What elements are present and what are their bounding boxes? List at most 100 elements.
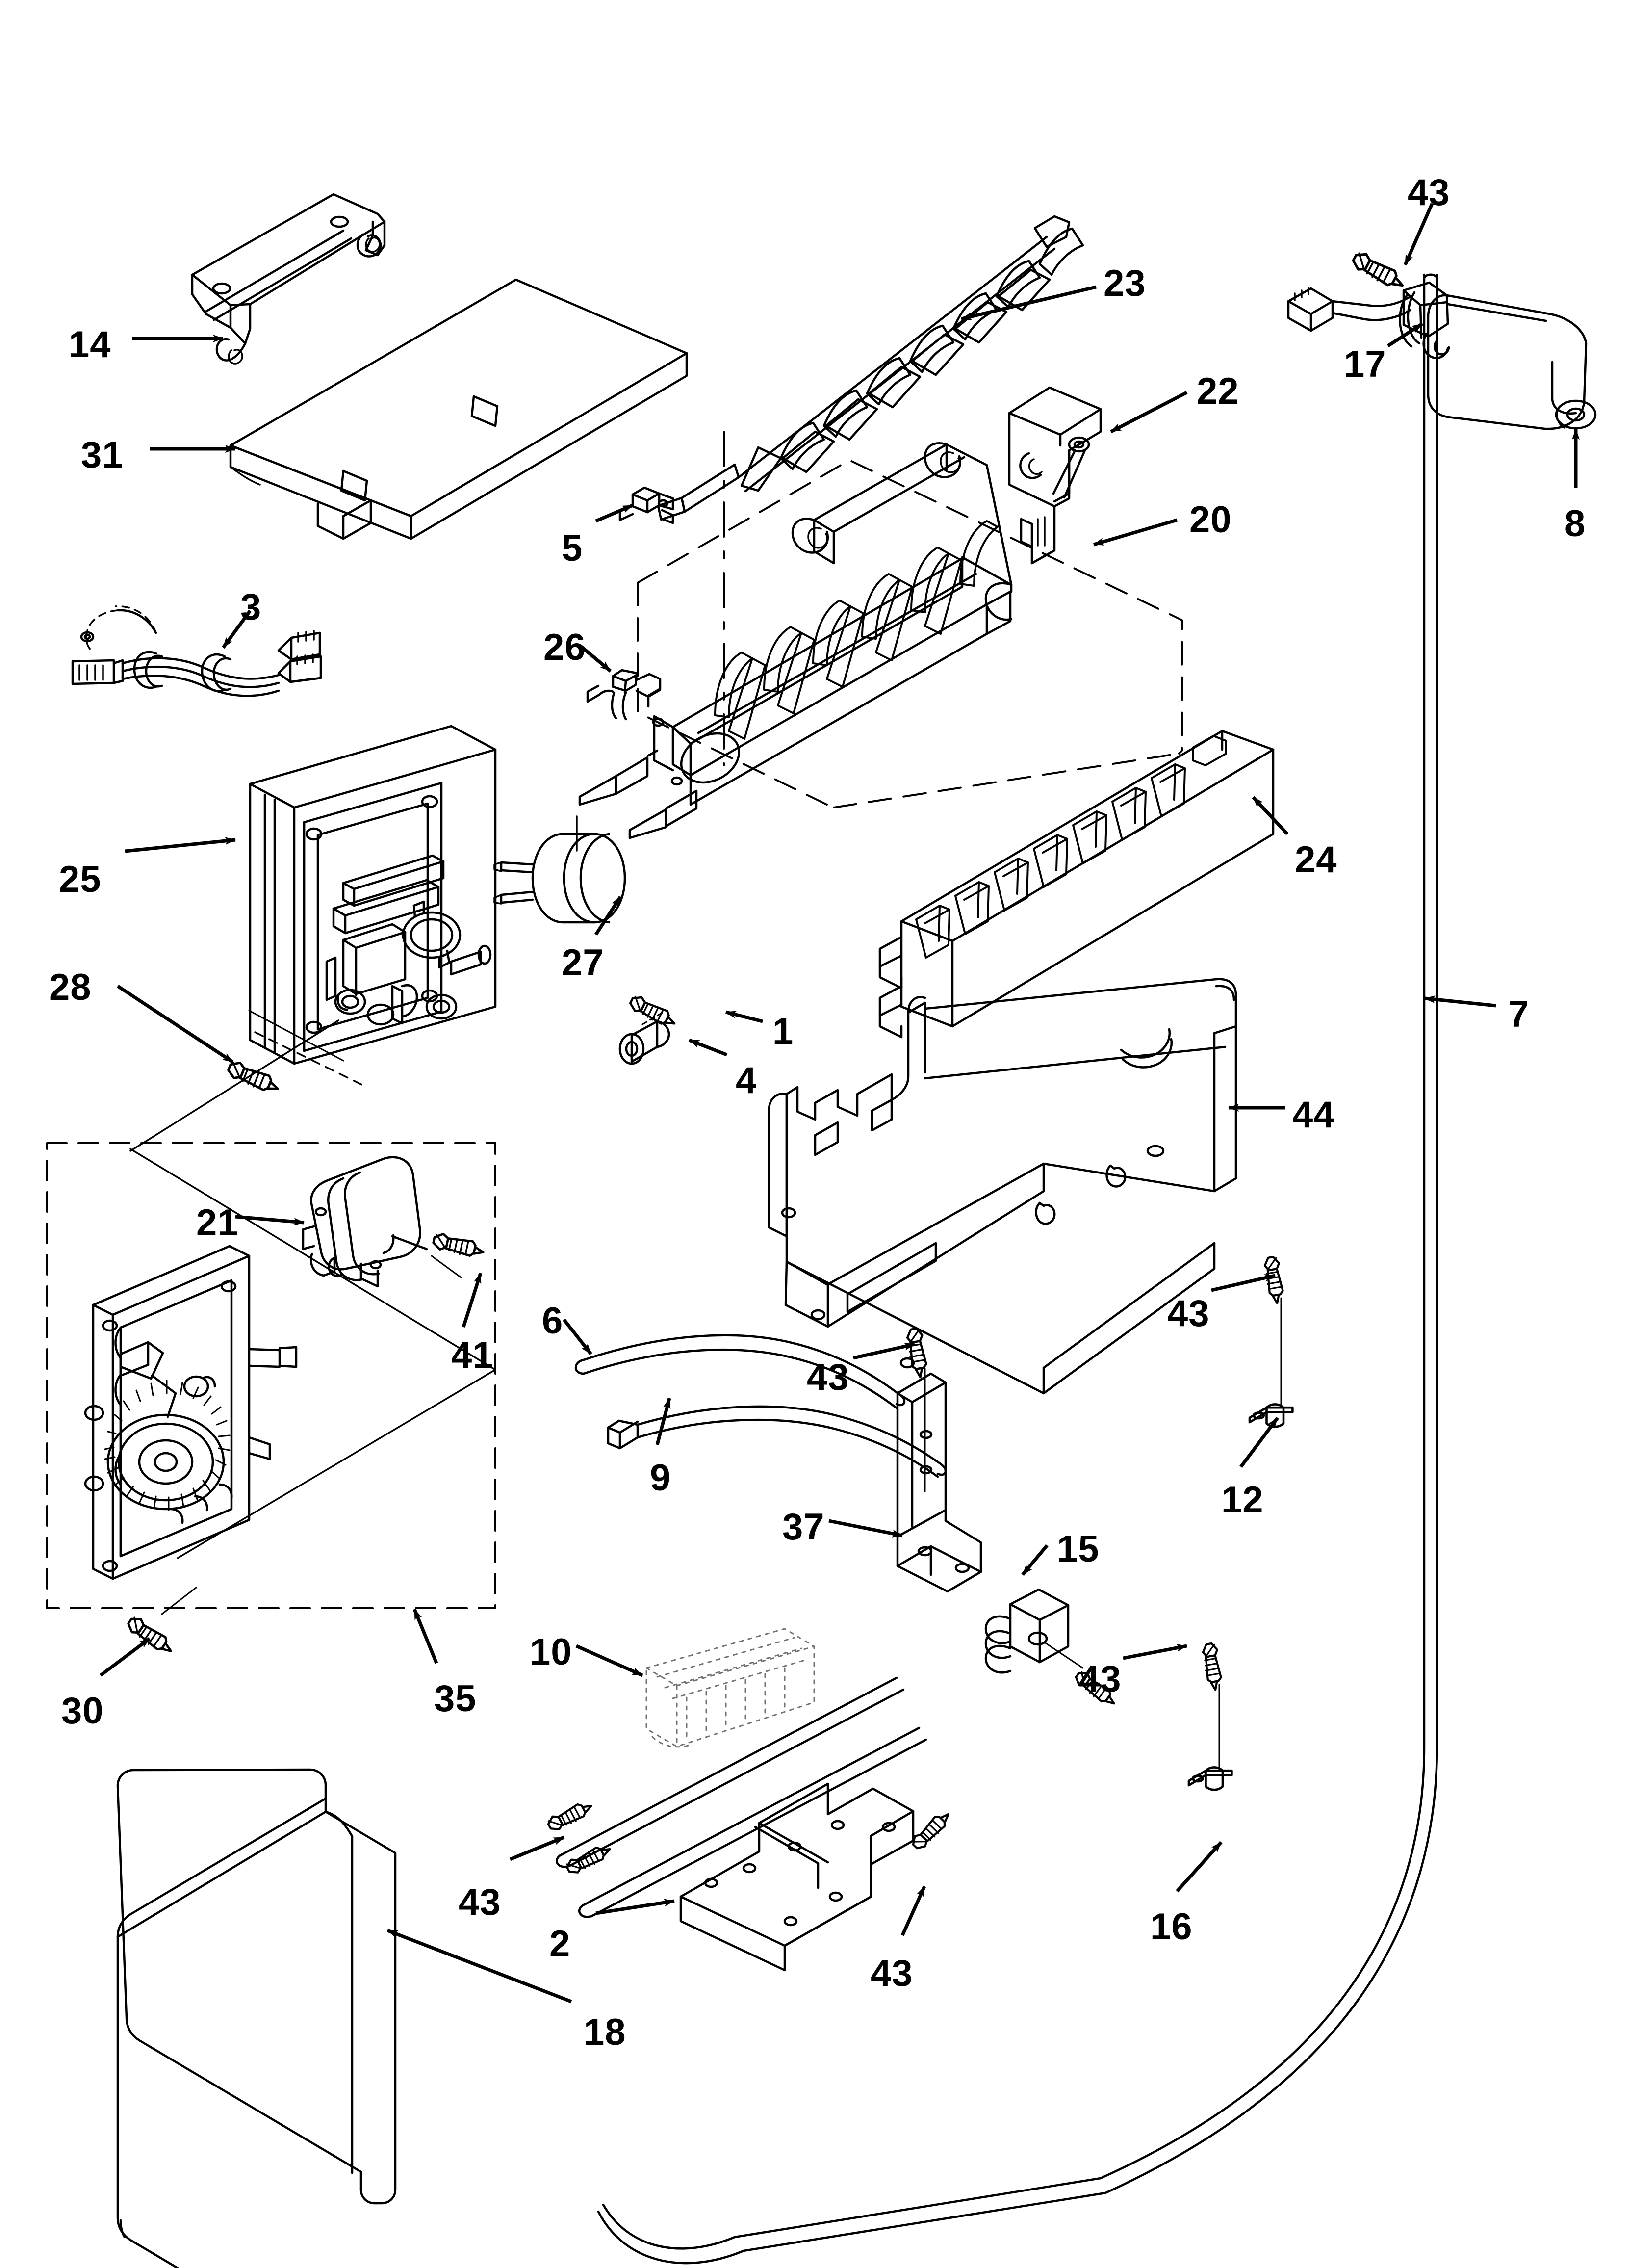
part-16-water-line-clamp	[1189, 1767, 1232, 1790]
part-25-icemaker-module-housing	[249, 725, 497, 1065]
part-31-icemaker-cover	[229, 278, 688, 540]
callout-number-4[interactable]: 4	[736, 1060, 757, 1101]
leader-arrow-20	[1093, 518, 1178, 547]
callout-number-43[interactable]: 43	[871, 1953, 913, 1994]
part-41-screw	[432, 1232, 485, 1259]
part-6-water-fill-tube	[574, 1334, 906, 1409]
part-43-screw-top-right	[1350, 250, 1407, 292]
part-18-ice-storage-bin	[116, 1768, 397, 2268]
part-43-screw-clamp12	[1263, 1256, 1285, 1304]
part-27-mold-heater-bearing	[493, 815, 626, 924]
callout-number-20[interactable]: 20	[1189, 499, 1232, 541]
callout-number-30[interactable]: 30	[61, 1690, 104, 1732]
callout-number-9[interactable]: 9	[650, 1457, 671, 1499]
callout-number-25[interactable]: 25	[59, 859, 102, 900]
leader-arrow-6	[563, 1318, 592, 1356]
part-12-water-line-clamp	[1250, 1404, 1292, 1427]
callout-number-1[interactable]: 1	[772, 1011, 794, 1052]
part-4-spacer-bushing	[618, 1020, 670, 1065]
callout-number-14[interactable]: 14	[69, 324, 111, 365]
leader-arrow-27	[594, 896, 622, 936]
leader-arrow-43	[900, 1885, 926, 1936]
callout-number-18[interactable]: 18	[584, 2011, 626, 2053]
callout-number-43[interactable]: 43	[1167, 1293, 1210, 1334]
callout-number-8[interactable]: 8	[1565, 503, 1586, 545]
leader-arrow-43	[853, 1342, 915, 1360]
part-3-wire-harness	[71, 605, 322, 697]
callout-number-22[interactable]: 22	[1197, 370, 1239, 412]
callout-number-5[interactable]: 5	[562, 527, 583, 569]
leader-arrow-15	[1021, 1544, 1049, 1576]
part-43-screws-bracket2	[546, 1798, 594, 1833]
callout-number-43[interactable]: 43	[1079, 1658, 1122, 1700]
callout-number-21[interactable]: 21	[196, 1202, 239, 1244]
leader-arrow-30	[99, 1637, 151, 1677]
leader-arrow-3	[222, 609, 252, 649]
subassembly-35-boundary	[46, 1142, 496, 1609]
leader-arrow-23	[961, 285, 1097, 321]
leader-arrow-10	[575, 1644, 643, 1677]
part-2-ice-bin-support-bracket	[679, 1782, 915, 1972]
part-24-ice-stripper-comb	[878, 730, 1275, 1039]
part-22-water-fill-cup	[1008, 386, 1102, 565]
leader-arrow-22	[1110, 391, 1188, 434]
callout-number-10[interactable]: 10	[530, 1631, 572, 1673]
leader-arrow-24	[1252, 796, 1289, 835]
callout-number-15[interactable]: 15	[1057, 1528, 1100, 1570]
leader-arrow-25	[125, 837, 236, 853]
leader-arrow-37	[828, 1519, 903, 1538]
part-20-ice-mold-tray	[578, 431, 1183, 839]
callout-number-3[interactable]: 3	[240, 586, 262, 628]
part-43-screw-waterline	[910, 1808, 953, 1851]
part-8-grommet-washer	[1555, 399, 1597, 430]
callout-number-2[interactable]: 2	[549, 1923, 571, 1965]
part-15-water-line-retainer-clip	[984, 1588, 1070, 1674]
callout-number-44[interactable]: 44	[1292, 1094, 1335, 1136]
leader-arrow-18	[386, 1929, 572, 2004]
leader-arrow-4	[688, 1038, 728, 1057]
leader-arrow-35	[412, 1608, 438, 1664]
leader-arrow-41	[462, 1272, 483, 1328]
callout-number-16[interactable]: 16	[1150, 1906, 1193, 1948]
leader-arrow-28	[117, 985, 234, 1064]
leader-arrow-16	[1176, 1841, 1223, 1893]
callout-number-43[interactable]: 43	[807, 1356, 849, 1398]
leader-arrow-21	[235, 1215, 305, 1226]
part-7-water-supply-tube	[597, 273, 1438, 2265]
leader-arrow-1	[725, 1010, 763, 1023]
leader-arrow-43	[1211, 1274, 1276, 1292]
leader-arrow-2	[595, 1899, 675, 1915]
callout-number-31[interactable]: 31	[81, 434, 124, 476]
leader-arrow-9	[655, 1398, 671, 1445]
leader-arrow-5	[595, 503, 634, 523]
callout-number-37[interactable]: 37	[782, 1506, 825, 1548]
part-35-gear-plate-assembly	[84, 1245, 298, 1580]
part-21-drive-motor	[302, 1156, 428, 1288]
part-44-icemaker-mounting-bracket	[768, 978, 1237, 1395]
callout-number-28[interactable]: 28	[49, 966, 92, 1008]
part-23-ejector-auger-arm	[657, 215, 1084, 521]
callout-number-23[interactable]: 23	[1103, 262, 1146, 304]
callout-number-17[interactable]: 17	[1344, 343, 1386, 385]
leader-arrow-43	[1123, 1644, 1187, 1660]
part-9-water-fill-tube-with-nut	[607, 1405, 947, 1478]
part-10-ice-bin-shelf-ghost	[645, 1628, 815, 1748]
leader-arrow-7	[1424, 995, 1496, 1008]
callout-number-43[interactable]: 43	[1408, 172, 1450, 213]
callout-number-26[interactable]: 26	[543, 626, 586, 668]
leader-arrow-12	[1239, 1416, 1279, 1468]
part-43-screw-clamp16	[1201, 1642, 1224, 1691]
leader-arrow-43	[1403, 203, 1434, 266]
callout-number-7[interactable]: 7	[1508, 993, 1530, 1035]
part-14-bail-arm-shield	[191, 193, 386, 365]
callout-number-35[interactable]: 35	[434, 1678, 477, 1720]
callout-number-12[interactable]: 12	[1221, 1479, 1264, 1521]
callout-number-24[interactable]: 24	[1295, 839, 1337, 881]
callout-number-41[interactable]: 41	[451, 1334, 494, 1376]
callout-number-6[interactable]: 6	[542, 1300, 564, 1342]
callout-number-27[interactable]: 27	[562, 942, 604, 984]
callout-number-43[interactable]: 43	[459, 1881, 501, 1923]
part-37-mounting-bracket	[896, 1372, 982, 1593]
